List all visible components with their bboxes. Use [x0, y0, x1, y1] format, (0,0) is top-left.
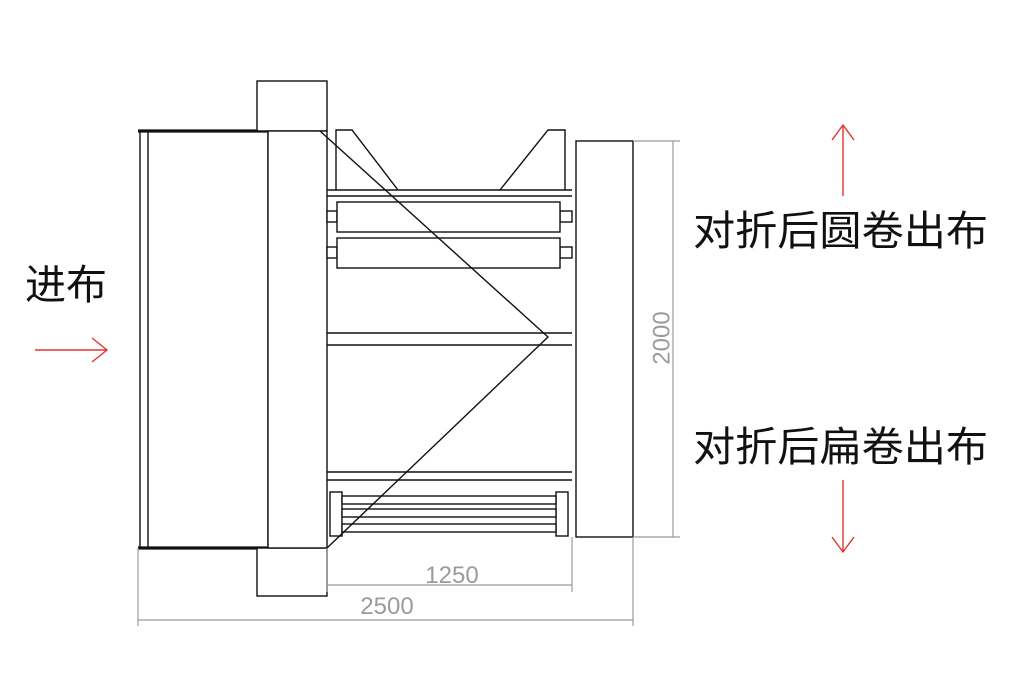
roller-shaft-right: [559, 210, 573, 223]
output-block: [575, 140, 634, 538]
feed-drum: [138, 129, 276, 550]
roller-shaft-left: [326, 210, 338, 223]
roller-shaft-right: [559, 246, 573, 259]
bottom-mount-block: [256, 547, 328, 597]
dimension-overall-width: 2500: [137, 537, 634, 626]
center-column: [267, 130, 328, 549]
dimension-height: 2000: [633, 140, 680, 538]
fold-guide-lines: [319, 130, 550, 549]
arrow-up-icon: [831, 123, 855, 196]
left-support-bracket: [335, 129, 399, 191]
feed-in-label: 进布: [25, 261, 107, 309]
upper-roller-1: [326, 201, 573, 233]
dimension-inner-width: 1250: [326, 537, 573, 592]
bottom-roller-rod: [341, 495, 557, 505]
output-flat-roll-label: 对折后扁卷出布: [693, 423, 988, 471]
feed-drum-body: [139, 130, 269, 549]
output-round-roll-label: 对折后圆卷出布: [693, 207, 988, 255]
arrow-head: [831, 536, 855, 554]
bottom-roller-rod: [341, 508, 557, 518]
frame-rails: [327, 189, 572, 481]
bottom-roller-end-right: [555, 491, 569, 537]
top-mount-block: [256, 80, 328, 132]
roller-body: [336, 237, 561, 269]
bottom-roller-assembly: [329, 491, 569, 537]
arrow-head: [831, 123, 855, 141]
center-column-assembly: [256, 80, 328, 597]
upper-roller-2: [326, 237, 573, 269]
bottom-roller-rod: [341, 523, 557, 533]
dimension-overall-width-label: 2500: [360, 593, 413, 620]
dimension-height-label: 2000: [648, 311, 675, 364]
roller-body: [336, 201, 561, 233]
right-support-bracket: [499, 129, 566, 191]
dimension-inner-width-label: 1250: [425, 562, 478, 589]
arrow-down-icon: [831, 480, 855, 554]
arrow-right-icon: [35, 337, 109, 363]
arrow-head: [91, 337, 109, 363]
roller-shaft-left: [326, 246, 338, 259]
bottom-roller-end-left: [329, 491, 343, 537]
